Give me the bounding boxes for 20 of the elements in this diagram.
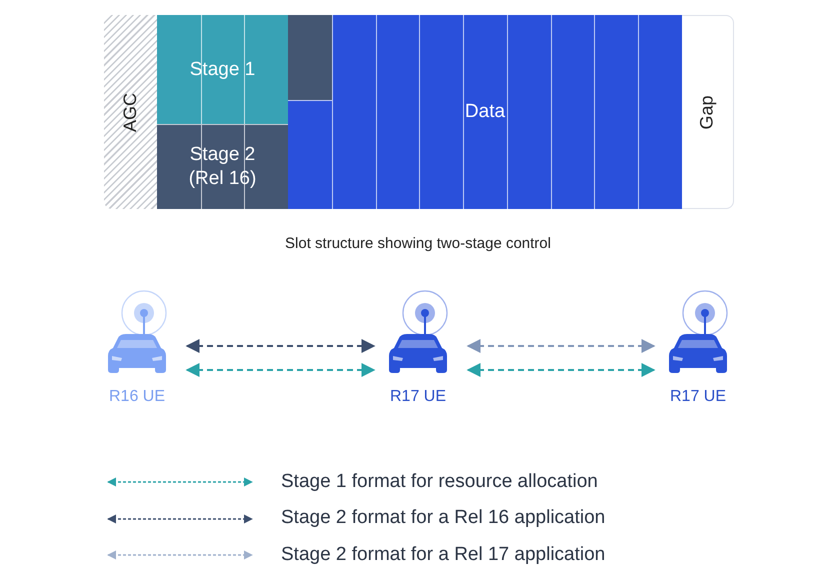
legend-text: Stage 2 format for a Rel 17 application — [281, 542, 606, 567]
double-arrow — [466, 339, 656, 353]
caption: Slot structure showing two-stage control — [284, 234, 552, 254]
vehicle-label: R17 UE — [388, 387, 448, 407]
band-label: Data — [464, 100, 506, 124]
data-band — [288, 15, 682, 209]
control-block — [288, 15, 332, 100]
double-arrow — [466, 363, 656, 377]
double-arrow — [186, 339, 376, 353]
gap-band — [682, 15, 734, 209]
band-label: AGC — [119, 92, 141, 132]
vehicle-label: R17 UE — [668, 387, 728, 407]
band-label: Gap — [696, 94, 718, 130]
double-arrow — [186, 363, 376, 377]
vehicle-label: R16 UE — [108, 387, 166, 407]
stage-band — [157, 124, 288, 209]
legend-text: Stage 1 format for resource allocation — [281, 470, 598, 494]
stage-band — [157, 15, 288, 124]
agc-band — [104, 15, 157, 209]
legend-text: Stage 2 format for a Rel 16 application — [281, 506, 606, 530]
